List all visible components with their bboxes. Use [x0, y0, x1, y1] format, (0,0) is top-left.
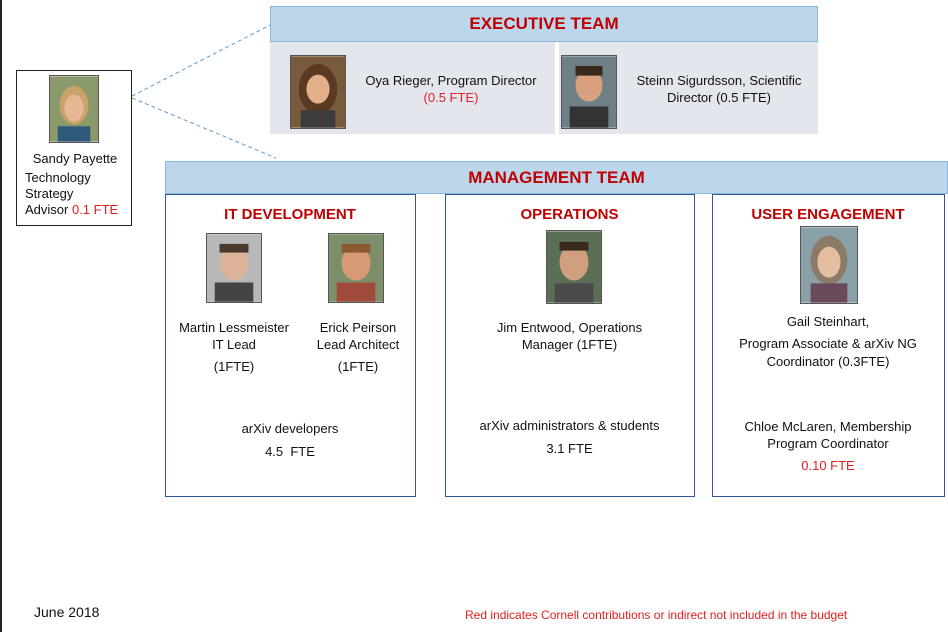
erick-peirson-photo — [328, 233, 384, 303]
martin-fte: (1FTE) — [213, 359, 255, 374]
martin-lessmeister-label: Martin Lessmeister IT Lead (1FTE) — [166, 319, 302, 375]
erick-fte: (1FTE) — [337, 359, 379, 374]
jim-line-1: Jim Entwood, Operations — [496, 320, 643, 335]
oya-rieger-fte: (0.5 FTE) — [423, 90, 479, 105]
ops-team-label: arXiv administrators & students — [479, 418, 660, 433]
it-team-label: arXiv developers — [241, 421, 339, 436]
advisor-fte: 0.1 FTE — [71, 202, 119, 217]
advisor-role-line-3: Advisor 0.1 FTE — [25, 202, 131, 218]
jim-entwood-photo — [546, 230, 602, 304]
steinn-line-1: Steinn Sigurdsson, Scientific — [636, 73, 802, 88]
chloe-mclaren-label: Chloe McLaren, Membership Program Coordi… — [713, 418, 943, 474]
martin-name: Martin Lessmeister — [179, 320, 289, 335]
user-engagement-box: USER ENGAGEMENT Gail Steinhart, Program … — [712, 194, 945, 497]
gail-steinhart-label: Gail Steinhart, Program Associate & arXi… — [713, 313, 943, 371]
chloe-line-1: Chloe McLaren, Membership — [744, 419, 912, 434]
it-team-fte: 4.5 FTE — [265, 444, 315, 459]
jim-entwood-label: Jim Entwood, Operations Manager (1FTE) — [446, 319, 693, 353]
advisor-role-line-2: Strategy — [25, 186, 74, 201]
martin-lessmeister-photo — [206, 233, 262, 303]
erick-peirson-label: Erick Peirson Lead Architect (1FTE) — [302, 319, 414, 375]
chloe-line-2: Program Coordinator — [767, 436, 889, 451]
steinn-sigurdsson-label: Steinn Sigurdsson, Scientific Director (… — [620, 72, 818, 106]
gail-line-2: Program Associate & arXiv NG — [739, 336, 917, 351]
advisor-box: Sandy Payette Technology Strategy Adviso… — [16, 70, 132, 226]
advisor-role-prefix: Advisor — [25, 202, 72, 217]
executive-divider — [555, 40, 559, 134]
gail-line-3: Coordinator (0.3FTE) — [766, 354, 890, 369]
operations-heading: OPERATIONS — [520, 206, 619, 223]
advisor-role-line-1: Technology — [25, 170, 91, 185]
martin-role: IT Lead — [212, 337, 256, 352]
it-development-box: IT DEVELOPMENT Martin Lessmeister IT Lea… — [165, 194, 416, 497]
oya-rieger-name: Oya Rieger, Program Director — [365, 73, 537, 88]
sandy-payette-photo — [49, 75, 99, 143]
user-engagement-heading: USER ENGAGEMENT — [751, 206, 905, 223]
chloe-fte: 0.10 FTE — [801, 458, 855, 473]
operations-box: OPERATIONS Jim Entwood, Operations Manag… — [445, 194, 695, 497]
ops-team-fte: 3.1 FTE — [546, 441, 593, 456]
executive-panel — [270, 40, 818, 134]
oya-rieger-photo — [290, 55, 346, 129]
steinn-line-2: Director (0.5 FTE) — [666, 90, 771, 105]
gail-line-1: Gail Steinhart, — [786, 314, 870, 329]
erick-role: Lead Architect — [316, 337, 400, 352]
footer-date: June 2018 — [34, 604, 100, 620]
steinn-sigurdsson-photo — [561, 55, 617, 129]
advisor-role: Technology Strategy Advisor 0.1 FTE — [25, 170, 131, 218]
erick-name: Erick Peirson — [319, 320, 397, 335]
executive-team-banner: EXECUTIVE TEAM — [270, 6, 818, 42]
it-development-heading: IT DEVELOPMENT — [224, 206, 356, 223]
gail-steinhart-photo — [800, 226, 858, 304]
oya-rieger-label: Oya Rieger, Program Director (0.5 FTE) — [350, 72, 552, 106]
jim-line-2: Manager (1FTE) — [521, 337, 618, 352]
footer-note: Red indicates Cornell contributions or i… — [465, 608, 848, 622]
management-team-banner: MANAGEMENT TEAM — [165, 161, 948, 194]
advisor-name: Sandy Payette — [32, 151, 118, 166]
